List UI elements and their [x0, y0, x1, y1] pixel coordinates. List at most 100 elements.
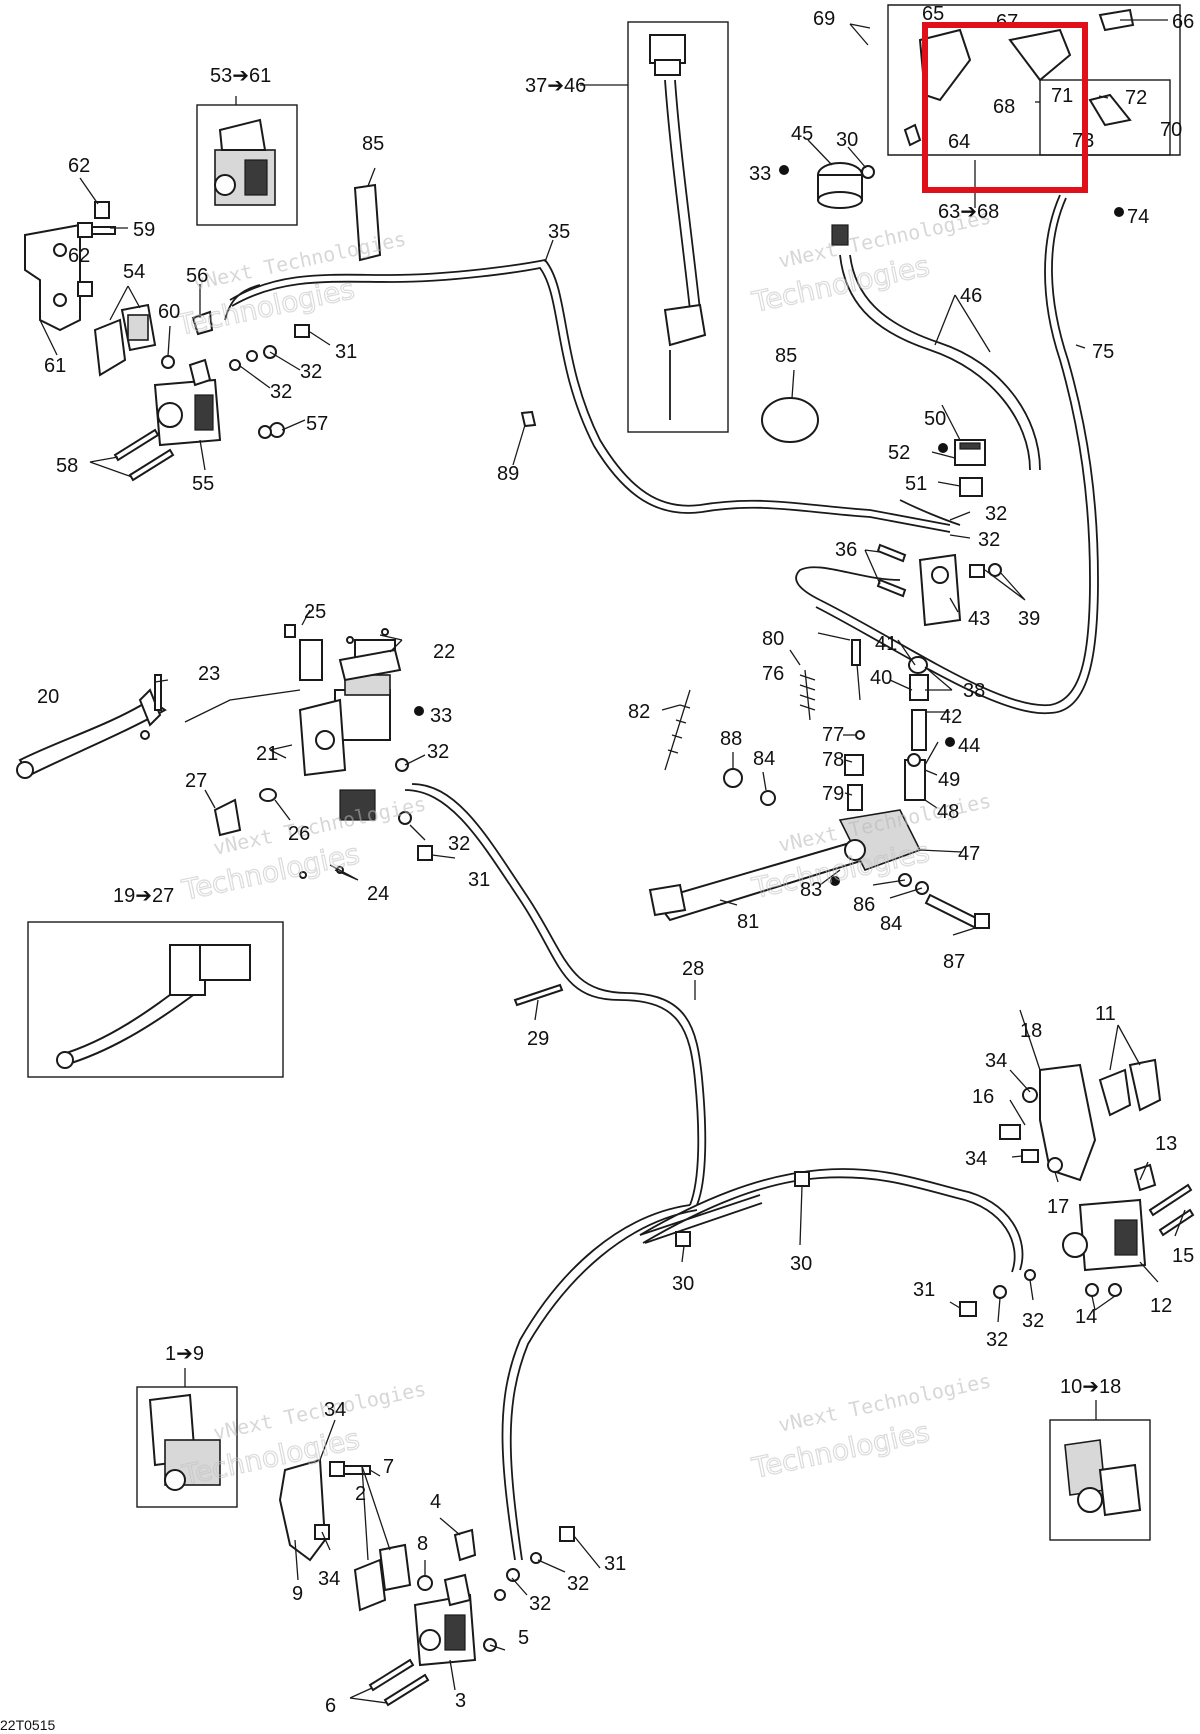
callout-21: 21: [256, 743, 278, 765]
callout-3: 3: [455, 1690, 466, 1712]
callout-85: 85: [362, 133, 384, 155]
callout-16: 16: [972, 1086, 994, 1108]
callout-72: 72: [1125, 87, 1147, 109]
switch-50-52-illustration: [954, 439, 986, 497]
callout-87: 87: [943, 951, 965, 973]
callout-31: 31: [913, 1279, 935, 1301]
caliper-3-illustration: [413, 1573, 497, 1667]
callout-33: 33: [430, 705, 452, 727]
callout-28: 28: [682, 958, 704, 980]
callout-89: 89: [497, 463, 519, 485]
callout-79: 79: [822, 783, 844, 805]
callout-24: 24: [367, 883, 389, 905]
callout-9: 9: [292, 1583, 303, 1605]
callout-20: 20: [37, 686, 59, 708]
callout-32: 32: [448, 833, 470, 855]
callout-60: 60: [158, 301, 180, 323]
callout-19-27: 19➔27: [113, 885, 174, 907]
callout-34: 34: [965, 1148, 987, 1170]
callout-39: 39: [1018, 608, 1040, 630]
callout-5: 5: [518, 1627, 529, 1649]
callout-55: 55: [192, 473, 214, 495]
brake-pads-54: [93, 303, 157, 377]
boot-27: [213, 788, 277, 837]
master-cylinder-left-illustration: [298, 639, 396, 821]
watermark-text: Technologies: [749, 1415, 933, 1485]
clip-89: [520, 410, 537, 428]
callout-8: 8: [417, 1533, 428, 1555]
callout-56: 56: [186, 265, 208, 287]
callout-58: 58: [56, 455, 78, 477]
callout-32: 32: [1022, 1310, 1044, 1332]
callout-83: 83: [800, 879, 822, 901]
callout-52: 52: [888, 442, 910, 464]
callout-48: 48: [937, 801, 959, 823]
callout-37-46: 37➔46: [525, 75, 586, 97]
fittings-24-26-31-32-left: [299, 758, 433, 879]
pivot-bolt-23: [140, 674, 162, 740]
lever-kit-63-68-illustration: [887, 4, 1181, 156]
caliper-kit-10-18-illustration: [1049, 1419, 1151, 1541]
caliper-kit-53-61-illustration: [196, 104, 298, 226]
callout-17: 17: [1047, 1196, 1069, 1218]
highlight-box: [922, 22, 1088, 193]
callout-labels: 53➔61 62 59 62 54 56 60 61 31 32 32 57 5…: [0, 3, 1194, 1733]
callout-45: 45: [791, 123, 813, 145]
callout-32: 32: [985, 503, 1007, 525]
callout-51: 51: [905, 473, 927, 495]
callout-65: 65: [922, 3, 944, 25]
callout-69: 69: [813, 8, 835, 30]
callout-31: 31: [468, 869, 490, 891]
cover-22: [284, 624, 402, 682]
callout-31: 31: [335, 341, 357, 363]
callout-32: 32: [978, 529, 1000, 551]
drawing-reference-code: 22T0515: [0, 1717, 55, 1733]
callout-71: 71: [1051, 85, 1073, 107]
strap-29: [513, 983, 564, 1007]
callout-54: 54: [123, 261, 145, 283]
callout-49: 49: [938, 769, 960, 791]
callout-32: 32: [300, 361, 322, 383]
brake-pads-2: [353, 1543, 433, 1612]
leader-lines: [39, 19, 1186, 1704]
callout-68: 68: [993, 96, 1015, 118]
callout-32: 32: [529, 1593, 551, 1615]
callout-42: 42: [940, 706, 962, 728]
clip-4: [453, 1528, 477, 1562]
pushrod-assembly-40-49: [904, 656, 929, 801]
callout-26: 26: [288, 823, 310, 845]
callout-29: 29: [527, 1028, 549, 1050]
caliper-55-illustration: [153, 358, 222, 447]
callout-82: 82: [628, 701, 650, 723]
callout-2: 2: [355, 1483, 366, 1505]
fittings-31-32-bottom: [494, 1526, 575, 1601]
callout-32: 32: [427, 741, 449, 763]
callout-18: 18: [1020, 1020, 1042, 1042]
caliper-12-illustration: [1062, 1163, 1157, 1297]
callout-32: 32: [986, 1329, 1008, 1351]
callout-43: 43: [968, 608, 990, 630]
callout-34: 34: [985, 1050, 1007, 1072]
callout-75: 75: [1092, 341, 1114, 363]
callout-88: 88: [720, 728, 742, 750]
callout-15: 15: [1172, 1245, 1194, 1267]
callout-12: 12: [1150, 1295, 1172, 1317]
callout-30: 30: [836, 129, 858, 151]
callout-70: 70: [1160, 119, 1182, 141]
callout-23: 23: [198, 663, 220, 685]
brake-hoses: [229, 194, 1099, 1561]
callout-78: 78: [822, 749, 844, 771]
callout-86: 86: [853, 894, 875, 916]
fluid-drops: [414, 165, 1124, 886]
callout-66: 66: [1172, 11, 1194, 33]
callout-64: 64: [948, 131, 970, 153]
callout-30: 30: [672, 1273, 694, 1295]
callout-33: 33: [749, 163, 771, 185]
pins-58: [113, 428, 175, 482]
callout-47: 47: [958, 843, 980, 865]
callout-13: 13: [1155, 1133, 1177, 1155]
bracket-18-pads-11: [999, 1058, 1162, 1182]
callout-76: 76: [762, 663, 784, 685]
callout-57: 57: [306, 413, 328, 435]
callout-34: 34: [324, 1399, 346, 1421]
